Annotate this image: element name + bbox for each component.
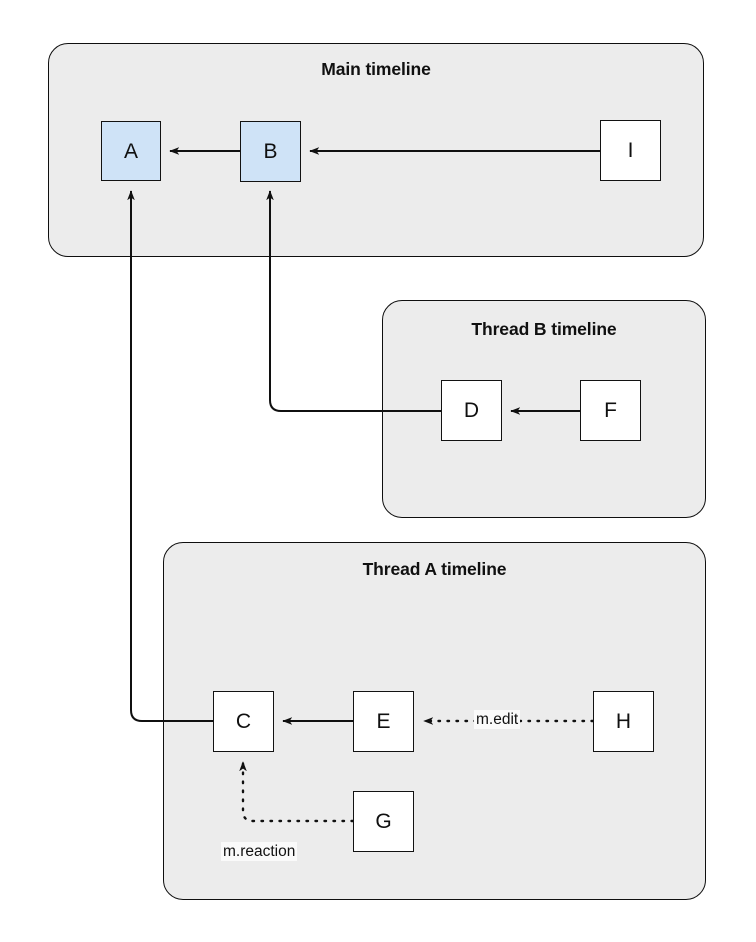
event-node-g[interactable]: G	[353, 791, 414, 852]
event-node-f[interactable]: F	[580, 380, 641, 441]
event-node-h-label: H	[615, 710, 632, 733]
event-node-d[interactable]: D	[441, 380, 502, 441]
event-node-a[interactable]: A	[101, 121, 161, 181]
timeline-title-thread-a: Thread A timeline	[362, 559, 507, 579]
event-node-h[interactable]: H	[593, 691, 654, 752]
event-node-b[interactable]: B	[240, 121, 301, 182]
edge-d-to-b	[266, 190, 441, 412]
event-node-b-label: B	[263, 140, 278, 163]
event-node-f-label: F	[604, 399, 617, 422]
edge-label-m-reaction: m.reaction	[221, 842, 298, 862]
event-node-a-label: A	[123, 139, 138, 163]
event-node-i[interactable]: I	[600, 120, 661, 181]
edge-g-to-c-m-reaction	[239, 760, 355, 823]
event-node-g-label: G	[375, 810, 392, 833]
event-node-i-label: I	[627, 139, 634, 162]
edge-label-m-edit: m.edit	[474, 710, 521, 730]
event-node-c[interactable]: C	[213, 691, 274, 752]
timeline-title-thread-b: Thread B timeline	[471, 319, 617, 339]
edge-c-to-a	[127, 190, 213, 722]
event-node-d-label: D	[463, 399, 480, 422]
event-node-e[interactable]: E	[353, 691, 414, 752]
event-node-c-label: C	[235, 710, 252, 733]
timeline-container-thread-b[interactable]: Thread B timeline	[382, 300, 706, 518]
timeline-title-main: Main timeline	[321, 59, 431, 79]
event-node-e-label: E	[376, 710, 391, 733]
